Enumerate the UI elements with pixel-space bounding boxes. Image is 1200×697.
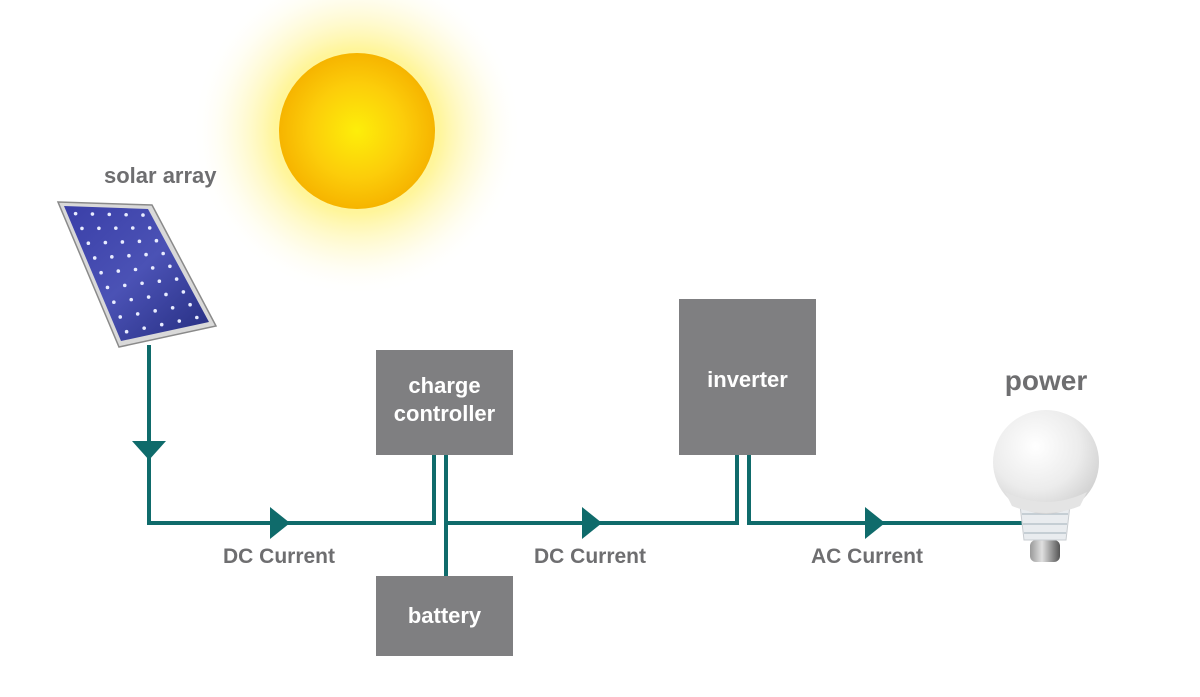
panel-cell (141, 213, 145, 217)
panel-cell (154, 238, 159, 243)
arrow-right-icon (270, 507, 290, 539)
panel-cell (114, 226, 118, 230)
panel-cell (164, 292, 168, 297)
panel-cell (150, 266, 155, 270)
panel-cell (146, 295, 151, 299)
panel-cell (129, 297, 134, 302)
panel-cell (127, 253, 131, 258)
panel-cell (116, 269, 121, 273)
power-label: power (1005, 365, 1088, 396)
charge-controller-box: charge controller (376, 350, 513, 455)
sun-disc (279, 53, 435, 209)
inverter-label: inverter (707, 367, 788, 392)
panel-cell (181, 290, 186, 294)
battery-box: battery (376, 576, 513, 656)
panel-cell (99, 270, 103, 275)
panel-cell (130, 226, 135, 230)
panel-cell (137, 239, 142, 244)
wire-controller-to-inverter (446, 455, 739, 525)
battery-label: battery (408, 603, 482, 628)
panel-cells (73, 211, 199, 334)
panel-cell (112, 300, 116, 305)
panel-cell (103, 240, 108, 245)
panel-cell (124, 212, 128, 217)
arrow-right-icon (865, 507, 885, 539)
panel-cell (159, 322, 164, 327)
wires (147, 345, 1022, 576)
solar-array-label: solar array (104, 163, 217, 188)
panel-cell (97, 226, 101, 231)
sun-icon (192, 0, 522, 296)
panel-cell (140, 281, 144, 286)
current-label-dc-2: DC Current (534, 545, 646, 568)
panel-cell (120, 240, 125, 244)
panel-cell (177, 319, 182, 323)
panel-cell (90, 212, 95, 216)
panel-cell (147, 226, 152, 230)
light-bulb-icon (993, 410, 1099, 562)
panel-cell (110, 255, 114, 259)
panel-cell (135, 312, 140, 316)
panel-cell (118, 315, 123, 319)
panel-cell (133, 267, 138, 272)
panel-cell (170, 305, 175, 310)
panel-cell (188, 302, 192, 307)
panel-cell (142, 326, 146, 330)
panel-cell (168, 264, 172, 269)
charge-controller-label-line2: controller (394, 401, 496, 426)
arrow-right-icon (582, 507, 602, 539)
panel-cell (161, 251, 165, 256)
inverter-box: inverter (679, 299, 816, 455)
panel-cell (124, 329, 129, 334)
panel-cell (107, 212, 112, 217)
arrow-down-icon (132, 441, 166, 460)
panel-cell (195, 315, 199, 320)
panel-cell (122, 283, 127, 288)
panel-cell (157, 279, 162, 283)
panel-cell (105, 285, 110, 290)
current-label-ac: AC Current (811, 545, 923, 568)
panel-cell (153, 309, 157, 313)
panel-cell (86, 241, 91, 245)
panel-cell (73, 211, 78, 216)
panel-cell (174, 277, 179, 281)
panel-cell (144, 252, 148, 257)
charge-controller-label-line1: charge (408, 373, 480, 398)
panel-cell (92, 256, 97, 260)
wire-inverter-to-load (747, 455, 1022, 525)
wire-panel-to-controller (147, 345, 436, 525)
panel-cell (80, 226, 84, 231)
solar-panel-icon (56, 201, 218, 348)
current-label-dc-1: DC Current (223, 545, 335, 568)
